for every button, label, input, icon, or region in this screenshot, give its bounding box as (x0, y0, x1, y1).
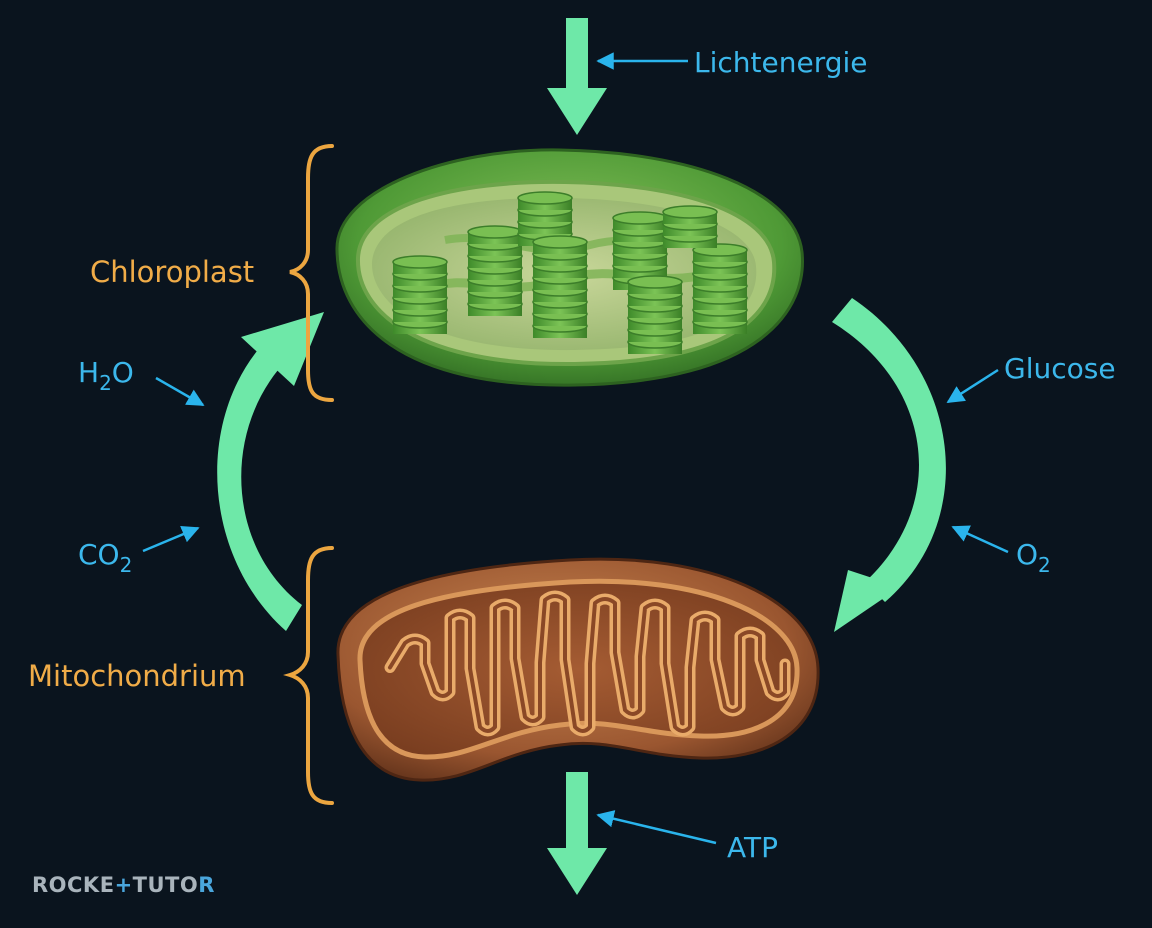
light-down-arrow-icon (547, 18, 607, 135)
brand-left: ROCKE (32, 873, 115, 897)
granum-stack-0 (392, 255, 448, 334)
h2o-main-2: O (112, 356, 134, 389)
granum-stack-6 (627, 275, 683, 354)
light-energy-label: Lichtenergie (694, 46, 868, 79)
cycle-arrow-up-head-icon (241, 312, 324, 386)
atp-label: ATP (727, 831, 778, 864)
granum-stack-1 (467, 225, 523, 316)
h2o-pointer-arrow-icon (155, 376, 205, 407)
h2o-main-1: H (78, 356, 99, 389)
atp-pointer-arrow-icon (596, 810, 717, 845)
mitochondrium-label: Mitochondrium (28, 659, 246, 693)
co2-label: CO2 (78, 538, 132, 577)
co2-pointer-arrow-icon (142, 526, 200, 553)
atp-down-arrow-icon (547, 772, 607, 895)
brand-plus: + (115, 873, 133, 897)
brand-logo: ROCKE+TUTOR (32, 873, 215, 897)
chloroplast-label: Chloroplast (90, 255, 254, 289)
chloroplast-curly-brace-icon (289, 144, 334, 402)
glucose-pointer-arrow-icon (946, 368, 999, 404)
cycle-arrow-down-icon (832, 298, 946, 602)
o2-subscript: 2 (1038, 553, 1051, 577)
cycle-arrow-down-head-icon (834, 570, 900, 632)
brand-end: R (198, 873, 215, 897)
co2-main: CO (78, 538, 120, 571)
o2-label: O2 (1016, 538, 1051, 577)
chloroplast-illustration (335, 148, 804, 387)
o2-main: O (1016, 538, 1038, 571)
granum-stack-5 (692, 243, 748, 334)
mitochondrium-curly-brace-icon (283, 546, 334, 805)
cycle-arrow-up-icon (217, 351, 302, 631)
brand-right: TUTO (133, 873, 199, 897)
co2-subscript: 2 (120, 553, 133, 577)
granum-stack-7 (662, 205, 718, 248)
h2o-subscript: 2 (99, 371, 112, 395)
o2-pointer-arrow-icon (951, 525, 1009, 554)
granum-stack-3 (532, 235, 588, 338)
glucose-label: Glucose (1004, 352, 1116, 385)
h2o-label: H2O (78, 356, 134, 395)
mitochondrium-illustration (336, 557, 820, 782)
